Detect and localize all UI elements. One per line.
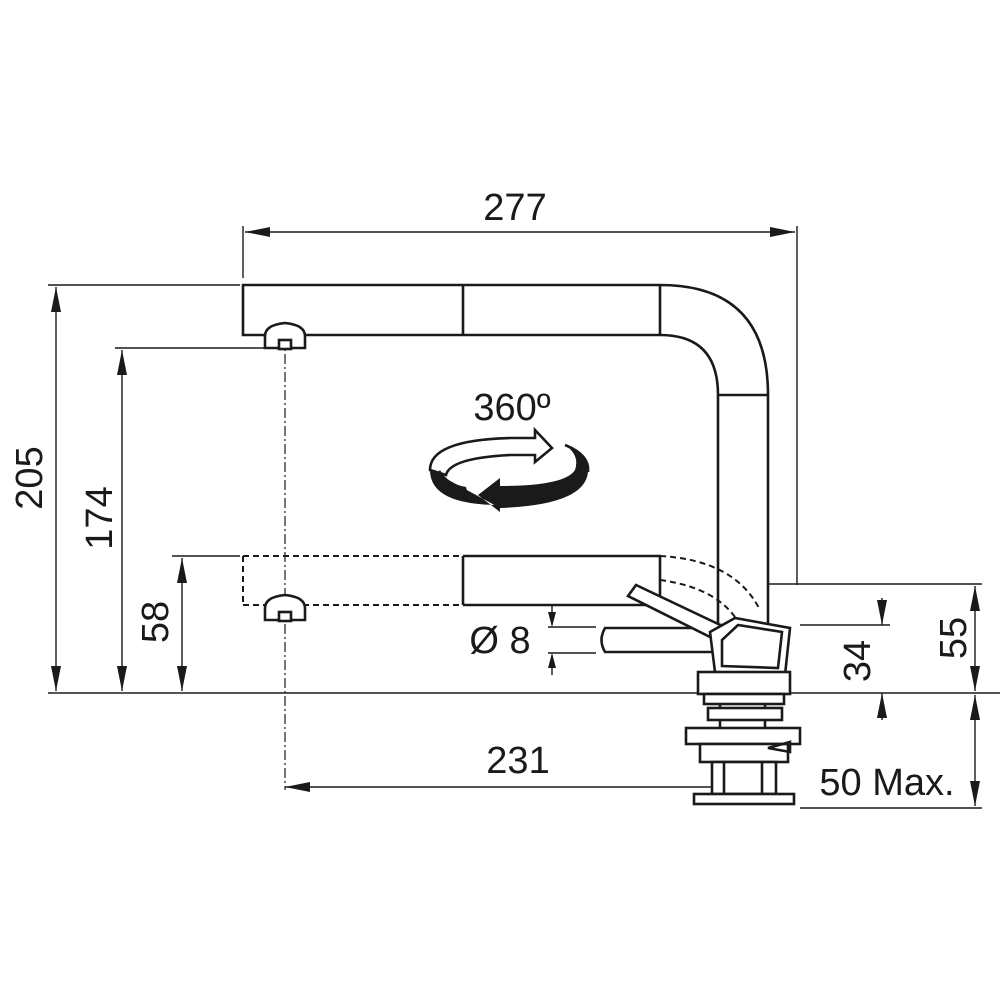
dimension-277: 277: [242, 187, 798, 585]
hose: [600, 626, 717, 654]
rotation-360-label: 360º: [473, 387, 550, 429]
spout-lowered: [242, 554, 761, 626]
dimension-231-label: 231: [486, 740, 549, 782]
spout-upper: [241, 283, 770, 627]
dimension-55-label: 55: [933, 617, 975, 659]
dimension-34: 34: [800, 598, 890, 720]
dimension-34-label: 34: [837, 640, 879, 682]
dimension-diameter-8-label: Ø 8: [469, 620, 530, 662]
dimension-58-label: 58: [135, 601, 177, 643]
dimension-55: 55: [760, 583, 982, 691]
handle-lever: [626, 583, 792, 677]
dimension-174-label: 174: [79, 486, 121, 549]
dimension-58: 58: [135, 555, 240, 691]
faucet-base: [684, 670, 802, 806]
dimension-diameter-8: Ø 8: [469, 606, 596, 675]
dimension-50-max-label: 50 Max.: [819, 762, 954, 804]
dimension-205: 205: [9, 284, 1000, 694]
rotation-arrow-icon: [430, 445, 589, 512]
dimension-277-label: 277: [483, 187, 546, 229]
dimension-231: 231: [285, 740, 745, 792]
dimension-50-max: 50 Max.: [800, 695, 982, 809]
dimension-205-label: 205: [9, 446, 51, 509]
dimension-174: 174: [79, 347, 268, 691]
rotation-360-symbol: 360º: [428, 387, 590, 512]
